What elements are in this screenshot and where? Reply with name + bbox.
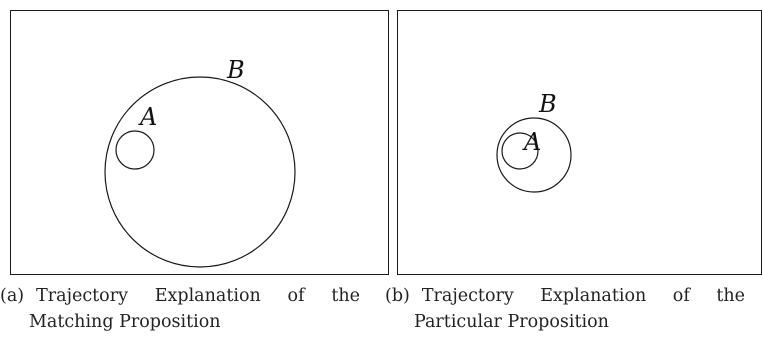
caption-b-word-4: the <box>716 286 745 306</box>
figure-frame-b: B A <box>385 0 763 276</box>
caption-a-title-words: Trajectory Explanation of the <box>36 283 360 309</box>
caption-b-word-1: Trajectory <box>421 286 514 306</box>
subfigure-a: B A (a) Trajectory Explanation of the Ma… <box>0 0 389 343</box>
label-a-a: A <box>138 103 157 131</box>
figure-frame-a: B A <box>0 0 390 276</box>
caption-a-word-1: Trajectory <box>36 286 128 306</box>
caption-a-line-2: Matching Proposition <box>29 312 221 332</box>
caption-b-word-3: of <box>672 286 690 306</box>
circle-b-a <box>104 76 296 268</box>
caption-a: (a) Trajectory Explanation of the Matchi… <box>0 283 375 335</box>
circle-a-a <box>115 130 155 170</box>
label-b-b: B <box>538 90 557 118</box>
subfigure-b: B A (b) Trajectory Explanation of the Pa… <box>385 0 763 343</box>
label-b-a: B <box>226 56 245 84</box>
caption-a-word-4: the <box>331 286 360 306</box>
caption-b-line-2: Particular Proposition <box>414 312 609 332</box>
caption-b-title-words: Trajectory Explanation of the <box>422 283 745 309</box>
caption-a-word-2: Explanation <box>154 286 261 306</box>
label-a-b: A <box>522 128 541 156</box>
caption-a-word-3: of <box>287 286 305 306</box>
caption-a-tag: (a) <box>0 286 25 306</box>
frame-border-b <box>397 10 762 275</box>
caption-b-tag: (b) <box>385 286 410 306</box>
caption-b-word-2: Explanation <box>540 286 647 306</box>
caption-b: (b) Trajectory Explanation of the Partic… <box>385 283 760 335</box>
venn-diagram-b: B A <box>397 10 762 275</box>
caption-b-line-1: (b) Trajectory Explanation of the <box>385 283 745 309</box>
circle-b-b <box>496 117 572 193</box>
frame-border-a <box>10 10 389 275</box>
circle-a-b <box>501 132 539 170</box>
caption-a-line-1: (a) Trajectory Explanation of the <box>0 283 360 309</box>
venn-diagram-a: B A <box>10 10 389 275</box>
